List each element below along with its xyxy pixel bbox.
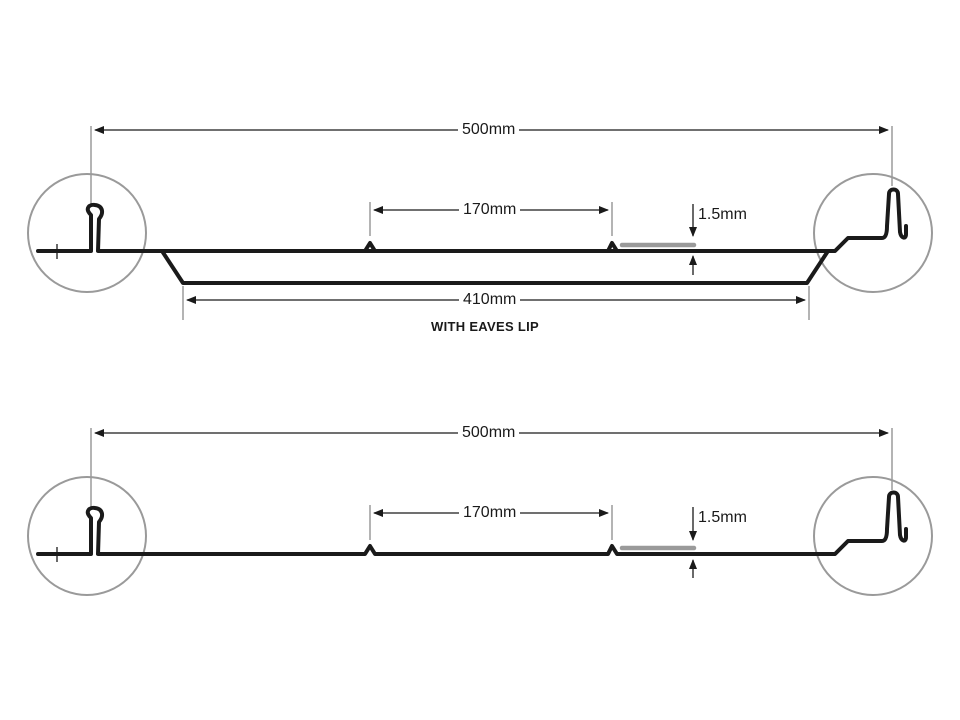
overall-width-label: 500mm [458,121,520,139]
left-seam-detail-circle [27,476,147,596]
sheet-profile [36,490,908,556]
rib-spacing-label: 170mm [459,201,521,219]
thickness-label: 1.5mm [698,206,747,224]
overall-width-label: 500mm [458,424,520,442]
right-seam-detail-circle [813,173,933,293]
thickness-label: 1.5mm [698,509,747,527]
rib-spacing-label: 170mm [459,504,521,522]
sheet-profile [36,187,908,285]
right-seam-detail-circle [813,476,933,596]
lip-width-label: 410mm [459,291,521,309]
left-seam-detail-circle [27,173,147,293]
eaves-lip-caption: WITH EAVES LIP [431,319,539,334]
